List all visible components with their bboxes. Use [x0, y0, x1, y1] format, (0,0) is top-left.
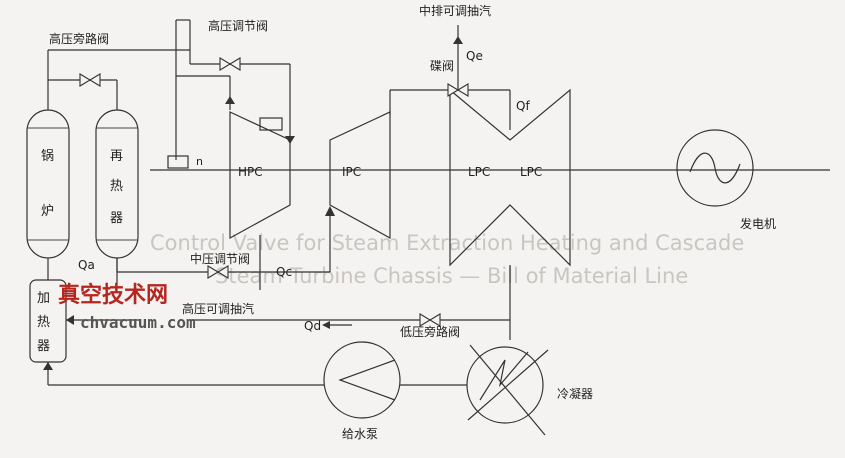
lpc-label-1: LPC — [468, 165, 490, 179]
background-text-line1: Control Valve for Steam Extraction Heati… — [150, 231, 744, 255]
hp-bypass-valve-label: 高压旁路阀 — [49, 31, 109, 46]
qa-label: Qa — [78, 258, 95, 272]
boiler-label-1: 锅 — [41, 148, 54, 164]
reheater-label-2: 热 — [110, 179, 123, 194]
heater-label-1: 加 — [37, 291, 50, 306]
lp-bypass-piping — [190, 265, 511, 340]
lp-bypass-valve — [419, 313, 441, 327]
feed-pump-label: 给水泵 — [342, 427, 378, 441]
speed-sensor: n — [167, 155, 203, 169]
condenser-label: 冷凝器 — [557, 386, 593, 401]
reheater: 再 热 器 — [95, 109, 139, 259]
ip-control-valve-label: 中压调节阀 — [190, 251, 250, 266]
boiler: 锅 炉 — [26, 109, 70, 259]
ipc-label: IPC — [342, 165, 361, 179]
lpc-label-2: LPC — [520, 165, 542, 179]
boiler-label-2: 炉 — [41, 204, 54, 219]
reheater-label-1: 再 — [110, 149, 123, 164]
butterfly-valve — [447, 83, 469, 97]
hp-bypass-valve — [79, 73, 101, 87]
hp-extraction-label: 高压可调抽汽 — [182, 301, 254, 316]
site-watermark: 真空技术网 chvacuum.com — [58, 282, 196, 332]
hp-control-valve — [219, 57, 241, 71]
reheater-label-3: 器 — [110, 211, 123, 226]
generator: 发电机 — [676, 129, 776, 231]
hp-exhaust-piping — [66, 235, 261, 325]
qe-label: Qe — [466, 49, 483, 63]
lpc-turbine: LPC LPC — [449, 88, 571, 267]
condenser: 冷凝器 — [466, 344, 593, 436]
qd-label: Qd — [304, 319, 321, 333]
heater-label-3: 器 — [37, 339, 50, 354]
mid-extraction-label: 中排可调抽汽 — [419, 3, 491, 18]
speed-sensor-label: n — [196, 155, 203, 168]
generator-label: 发电机 — [740, 216, 776, 231]
hpc-turbine: HPC — [229, 111, 291, 240]
heater-label-2: 热 — [37, 315, 50, 330]
ip-control-valve — [207, 265, 229, 279]
hpc-label: HPC — [238, 165, 263, 179]
feedwater-piping — [43, 258, 467, 386]
feed-pump: 给水泵 — [323, 341, 401, 441]
butterfly-valve-label: 碟阀 — [430, 59, 454, 73]
hp-control-valve-label: 高压调节阀 — [208, 18, 268, 33]
qc-label: Qc — [276, 265, 292, 279]
qf-label: Qf — [516, 99, 530, 113]
ipc-turbine: IPC — [329, 111, 391, 240]
watermark-url: chvacuum.com — [80, 313, 196, 332]
watermark-cn: 真空技术网 — [58, 282, 168, 308]
lp-bypass-valve-label: 低压旁路阀 — [400, 324, 460, 339]
background-text-line2: Steam Turbine Chassis — Bill of Material… — [215, 264, 688, 288]
